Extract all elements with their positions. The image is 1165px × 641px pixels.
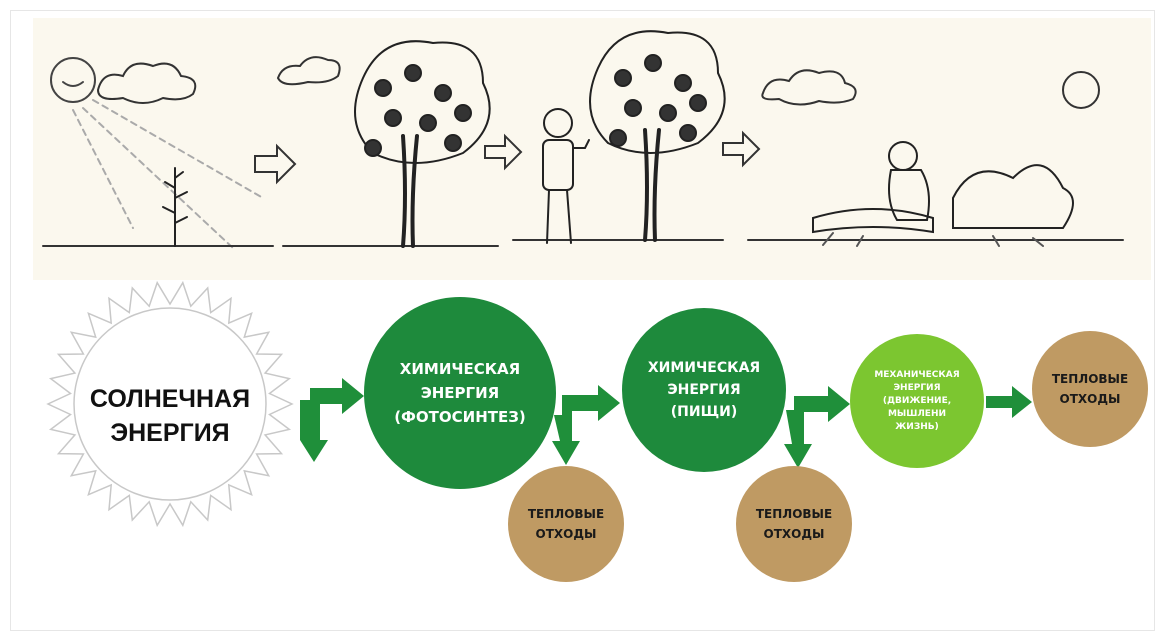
cloud-icon bbox=[761, 69, 857, 106]
hollow-arrow-icon bbox=[722, 130, 761, 168]
man-eating-apple-icon bbox=[542, 108, 590, 244]
flow-arrow bbox=[300, 378, 364, 462]
figure-frame bbox=[10, 10, 1155, 631]
energy-flow-illustration bbox=[33, 18, 1151, 280]
node-label: ТЕПЛОВЫЕ ОТХОДЫ bbox=[1051, 372, 1129, 406]
node-label: ХИМИЧЕСКАЯ ЭНЕРГИЯ (ПИЩИ) bbox=[647, 360, 761, 420]
apple-tree-icon bbox=[354, 40, 491, 248]
cloud-icon bbox=[276, 56, 341, 86]
solar-energy-label: СОЛНЕЧНАЯ ЭНЕРГИЯ bbox=[89, 385, 251, 447]
sun-sketch-icon bbox=[50, 57, 264, 249]
flow-arrow bbox=[784, 386, 850, 468]
hollow-arrow-icon bbox=[254, 143, 297, 185]
cloud-icon bbox=[96, 62, 197, 104]
node-label: ТЕПЛОВЫЕ ОТХОДЫ bbox=[527, 507, 605, 541]
apple-tree-icon bbox=[589, 30, 726, 242]
mechanical-energy-node: МЕХАНИЧЕСКАЯ ЭНЕРГИЯ (ДВИЖЕНИЕ, МЫШЛЕНИ … bbox=[850, 334, 984, 468]
node-label: ТЕПЛОВЫЕ ОТХОДЫ bbox=[755, 507, 833, 541]
heat-waste-node-1: ТЕПЛОВЫЕ ОТХОДЫ bbox=[508, 466, 624, 582]
flow-arrow bbox=[552, 385, 620, 465]
flow-arrow bbox=[986, 386, 1032, 418]
heat-waste-node-2: ТЕПЛОВЫЕ ОТХОДЫ bbox=[736, 466, 852, 582]
heat-waste-node-3: ТЕПЛОВЫЕ ОТХОДЫ bbox=[1032, 331, 1148, 447]
sun-outline-icon bbox=[46, 280, 294, 528]
man-resting-on-log-icon bbox=[812, 141, 1074, 247]
node-label: ХИМИЧЕСКАЯ ЭНЕРГИЯ (ФОТОСИНТЕЗ) bbox=[394, 360, 526, 426]
sapling-icon bbox=[162, 167, 188, 247]
arrows-group bbox=[300, 378, 1032, 468]
moon-icon bbox=[1062, 71, 1100, 109]
chemical-energy-food-node: ХИМИЧЕСКАЯ ЭНЕРГИЯ (ПИЩИ) bbox=[622, 308, 786, 472]
chemical-energy-photosynthesis-node: ХИМИЧЕСКАЯ ЭНЕРГИЯ (ФОТОСИНТЕЗ) bbox=[364, 297, 556, 489]
hollow-arrow-icon bbox=[484, 133, 523, 171]
node-label: МЕХАНИЧЕСКАЯ ЭНЕРГИЯ (ДВИЖЕНИЕ, МЫШЛЕНИ … bbox=[874, 369, 960, 432]
